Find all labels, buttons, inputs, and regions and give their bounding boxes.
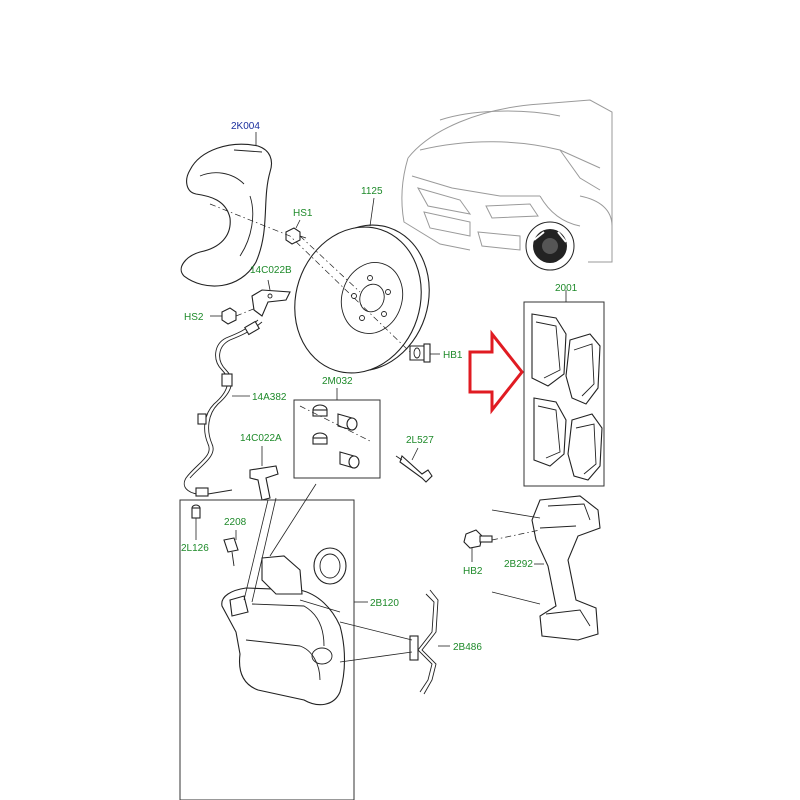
caliper <box>221 555 345 706</box>
label-2208: 2208 <box>224 517 247 528</box>
label-HB2: HB2 <box>463 566 483 577</box>
label-2B120: 2B120 <box>370 598 399 609</box>
guide-pin <box>395 455 433 483</box>
label-2M032: 2M032 <box>322 376 353 387</box>
spring-clip <box>409 589 439 695</box>
red-arrow-shape <box>468 329 524 415</box>
brake-disc <box>294 224 430 374</box>
vehicle-outline <box>401 99 613 263</box>
brake-pads <box>531 313 603 481</box>
bracket-lower <box>249 465 279 501</box>
caliper-box <box>179 499 355 800</box>
seal-kit-parts <box>312 404 360 469</box>
bleed-valve <box>223 537 239 567</box>
label-14C022A: 14C022A <box>240 433 282 444</box>
label-14A382: 14A382 <box>252 392 287 403</box>
label-2B292: 2B292 <box>504 559 533 570</box>
bolt-hb2 <box>463 529 493 549</box>
label-HS1: HS1 <box>293 208 313 219</box>
bracket-upper <box>251 289 291 317</box>
bolt-hs2 <box>221 307 237 325</box>
caliper-carrier <box>531 495 601 641</box>
bleed-cap <box>191 504 201 519</box>
dust-shield <box>180 143 273 287</box>
bolt-hb1 <box>409 343 431 363</box>
label-HB1: HB1 <box>443 350 463 361</box>
label-HS2: HS2 <box>184 312 204 323</box>
callout-labels: 2K004 HS1 1125 14C022B HS2 HB1 14A382 2M… <box>181 121 578 653</box>
label-2K004: 2K004 <box>231 121 260 132</box>
label-2L527: 2L527 <box>406 435 434 446</box>
label-2L126: 2L126 <box>181 543 209 554</box>
seal-kit-box <box>293 399 381 479</box>
label-2B486: 2B486 <box>453 642 482 653</box>
sensor-cable <box>183 319 263 497</box>
label-2001: 2001 <box>555 283 578 294</box>
label-1125: 1125 <box>361 186 383 197</box>
pads-box <box>523 301 605 487</box>
label-14C022B: 14C022B <box>250 265 292 276</box>
piston-seal <box>313 547 347 585</box>
bolt-hs1 <box>285 227 307 245</box>
wheel-hub-highlight <box>525 221 575 271</box>
